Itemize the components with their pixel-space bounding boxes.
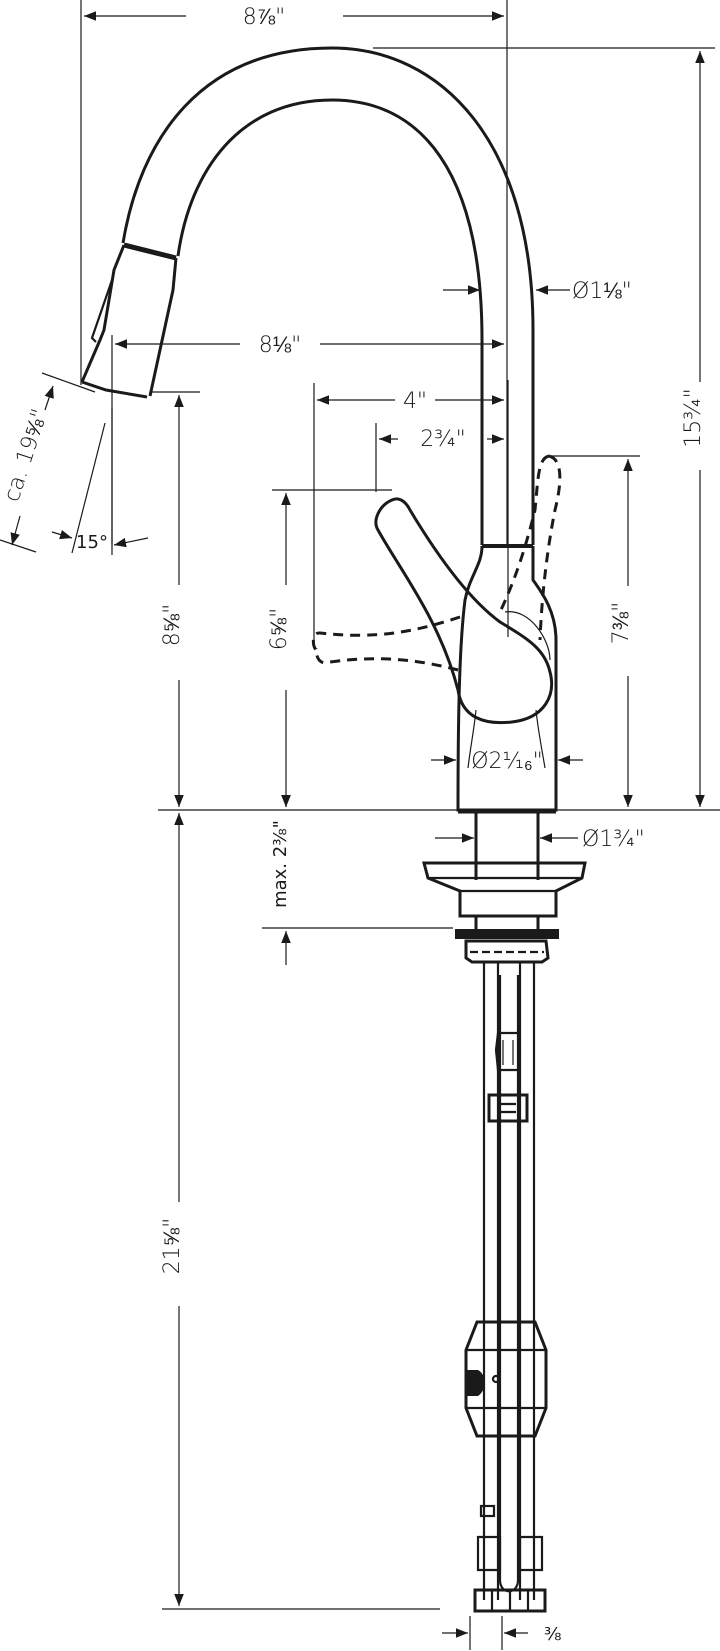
handle-open-side-bottom [314,647,459,672]
dim-hose-bottom [10,515,21,546]
hose-clip [479,1504,496,1518]
hose-connector-marks [500,1102,516,1114]
label-handle-reach: 2¾" [420,427,465,452]
label-handle-height: 6⅝" [267,608,292,650]
lever-handle [374,497,554,725]
weight-screw-icon [491,1374,501,1384]
hose-connector [487,1093,529,1123]
label-total-height: 15¾" [681,388,706,447]
spray-button [90,279,114,343]
handle-open-side-top [311,615,461,651]
label-hose-extension: ca. 19⅝" [0,406,53,505]
label-spout-reach: 8⅛" [259,333,301,358]
spout-inner-contour [176,98,484,545]
spray-head-band [123,242,177,261]
dim-angle-left [51,529,73,540]
ext-hose-bottom [0,539,37,553]
label-handle-reach-open: 4" [403,389,427,414]
hose-weight [464,1320,548,1438]
hose-fitting-upper [494,1031,522,1072]
label-max-deck-thickness: max. 2⅜" [270,820,291,908]
label-body-diameter: Ø2¹⁄₁₆" [471,749,543,774]
faucet-body [80,46,587,1613]
dim-hose-top [44,385,54,411]
shank-lower [474,916,540,930]
label-outlet-height: 8⅝" [160,604,185,646]
weight-clip [467,1370,485,1396]
label-below-deck-length: 21⅝" [160,1218,185,1274]
hose-weight-bands [466,1348,546,1410]
spout-outer-contour [121,46,535,545]
ext-supply [469,1616,503,1650]
handle-cartridge-arc [504,611,551,661]
label-shank-diameter: Ø1¾" [582,827,645,852]
dim-angle-right [113,537,149,548]
label-supply-connection: ⅜ [544,1624,561,1645]
body-contour-left [467,709,477,769]
supply-fittings [476,1535,544,1572]
ext-hose-top [41,372,96,393]
label-handle-open-height: 7⅜" [609,602,634,644]
hose-fitting-ribs [502,1040,514,1065]
pull-down-hose [498,975,520,1593]
supply-nut-dividers [490,1590,530,1611]
label-spout-diameter: Ø1⅛" [572,279,632,304]
mounting-flange [422,861,587,918]
mounting-nut [455,929,559,939]
handle-open-up-left [498,454,550,613]
label-overall-reach: 8⅞" [243,5,285,30]
mounting-washer [464,939,550,964]
dimension-labels: 8⅞" 8⅛" Ø1⅛" 4" 2¾" 15¾" 8⅝" 6⅝" 7⅜" Ø2¹… [0,5,706,1645]
label-spray-angle: 15° [76,532,108,553]
spray-angle-line [71,422,106,554]
spray-head-right [148,257,178,397]
faucet-body-outline [456,545,558,812]
spray-head-face [81,380,148,399]
spray-head-left [80,244,126,383]
